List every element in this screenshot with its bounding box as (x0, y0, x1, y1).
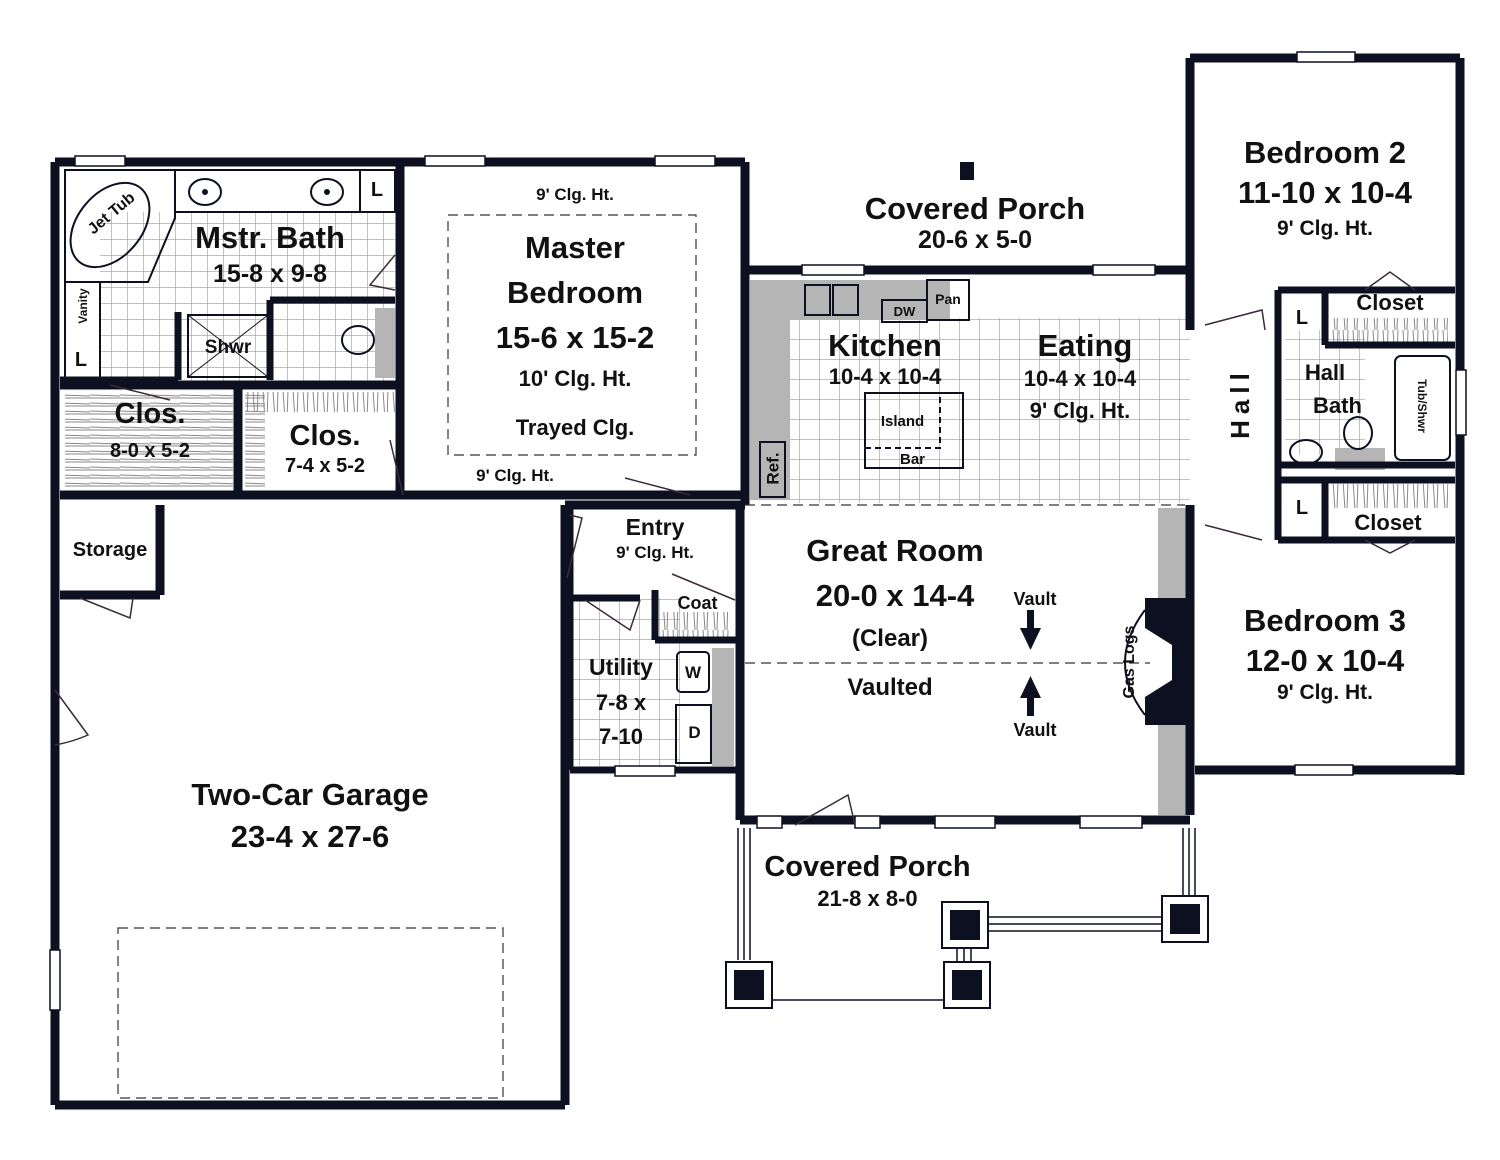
linen-label-br3: L (1295, 497, 1309, 519)
front-porch-name: Covered Porch (764, 851, 971, 883)
garage-dim: 23-4 x 27-6 (230, 819, 390, 854)
coat-label: Coat (677, 593, 718, 613)
linen-label-left: L (74, 349, 88, 371)
bedroom3-ceiling: 9' Clg. Ht. (1277, 681, 1373, 704)
bedroom3-name: Bedroom 3 (1244, 603, 1406, 638)
bar-label: Bar (899, 451, 925, 468)
master-bath-name: Mstr. Bath (195, 220, 345, 255)
dishwasher-label: DW (893, 304, 916, 319)
utility-name: Utility (589, 654, 653, 680)
bedroom2-name: Bedroom 2 (1244, 135, 1406, 170)
kitchen-dim: 10-4 x 10-4 (828, 364, 942, 389)
bedroom3-dim: 12-0 x 10-4 (1245, 643, 1405, 678)
bath-fixtures (64, 169, 1451, 764)
master-bedroom-perimeter-top: 9' Clg. Ht. (536, 185, 614, 204)
vault-label-bottom: Vault (1013, 720, 1057, 740)
master-bedroom-dim: 15-6 x 15-2 (495, 320, 655, 355)
dryer-label: D (688, 723, 701, 742)
master-bedroom-name-2: Bedroom (506, 275, 644, 310)
rear-porch-name: Covered Porch (864, 191, 1086, 226)
closet-b-dim: 7-4 x 5-2 (284, 455, 366, 477)
eating-dim: 10-4 x 10-4 (1023, 366, 1137, 391)
master-bedroom-note: Trayed Clg. (515, 415, 635, 440)
hall-bath-name-2: Bath (1313, 393, 1362, 418)
kitchen-name: Kitchen (828, 328, 942, 363)
shower-label: Shwr (204, 337, 252, 358)
vanity-label: Vanity (76, 288, 90, 324)
utility-dim-1: 7-8 x (595, 690, 647, 715)
eating-ceiling: 9' Clg. Ht. (1029, 398, 1131, 423)
hall-label: Hall (1225, 367, 1255, 439)
bedroom2-ceiling: 9' Clg. Ht. (1277, 217, 1373, 240)
master-bedroom-name-1: Master (525, 230, 625, 265)
dashed-lines (117, 214, 1185, 1099)
tub-shower-label: Tub/Shwr (1415, 379, 1429, 433)
front-porch (725, 828, 1209, 1009)
closet-a-name: Clos. (114, 398, 186, 430)
washer-label: W (684, 663, 702, 682)
master-bedroom-ceiling: 10' Clg. Ht. (518, 366, 632, 391)
fireplace (1124, 598, 1188, 725)
closet-a-dim: 8-0 x 5-2 (109, 440, 191, 462)
master-bedroom-perimeter-bottom: 9' Clg. Ht. (476, 466, 554, 485)
closet-b-name: Clos. (289, 420, 361, 452)
entry-ceiling: 9' Clg. Ht. (616, 543, 694, 562)
closet-rods (65, 318, 1448, 640)
great-room-note1: (Clear) (851, 625, 929, 652)
master-bath-dim: 15-8 x 9-8 (213, 260, 327, 288)
rear-porch-dim: 20-6 x 5-0 (918, 226, 1032, 254)
vault-label-top: Vault (1013, 589, 1057, 609)
vault-arrows (1020, 610, 1041, 716)
hall-bath-name-1: Hall (1304, 360, 1346, 385)
eating-name: Eating (1037, 328, 1133, 363)
closet-br3-name: Closet (1354, 510, 1422, 535)
front-porch-dim: 21-8 x 8-0 (817, 886, 918, 911)
linen-label-br2: L (1295, 307, 1309, 329)
utility-dim-2: 7-10 (598, 724, 644, 749)
garage-name: Two-Car Garage (191, 777, 429, 812)
windows (49, 51, 1467, 1011)
great-room-name: Great Room (806, 533, 984, 568)
porch-columns (725, 895, 1209, 1009)
great-room-dim: 20-0 x 14-4 (815, 578, 975, 613)
gas-logs-label: Gas Logs (1121, 625, 1138, 699)
great-room-note2: Vaulted (847, 674, 933, 701)
door-swings (54, 254, 1416, 826)
tile-floors (100, 212, 1365, 766)
storage-label: Storage (72, 539, 148, 561)
linen-label-top: L (370, 179, 384, 201)
entry-name: Entry (625, 514, 685, 540)
island-label: Island (880, 413, 925, 430)
counters (375, 280, 1385, 815)
bedroom2-dim: 11-10 x 10-4 (1237, 175, 1413, 210)
refrigerator-label: Ref. (763, 452, 783, 485)
pantry-label: Pan (935, 291, 961, 307)
closet-br2-name: Closet (1356, 290, 1424, 315)
